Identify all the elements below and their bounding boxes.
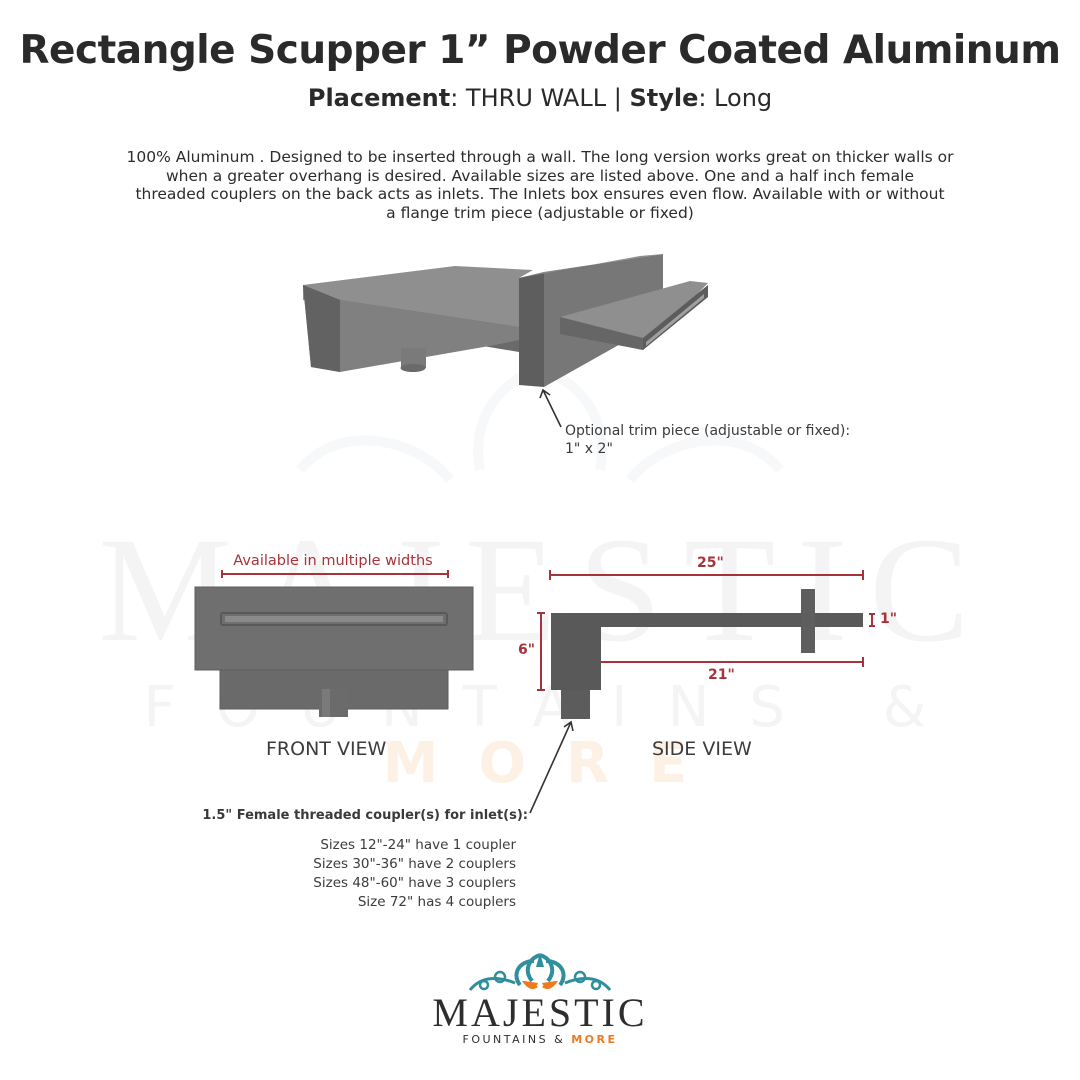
trim-callout-arrow-icon xyxy=(539,388,562,428)
front-view-label: FRONT VIEW xyxy=(266,738,387,760)
style-label: Style xyxy=(629,84,699,112)
iso-view-scupper xyxy=(303,254,708,387)
trim-piece-note: Optional trim piece (adjustable or fixed… xyxy=(565,422,850,458)
coupler-rule: Sizes 48"-60" have 3 couplers xyxy=(313,875,516,891)
coupler-callout-arrow-icon xyxy=(529,720,574,814)
page-subtitle: Placement: THRU WALL | Style: Long xyxy=(0,84,1080,112)
height-dimension: 6" xyxy=(518,642,536,658)
coupler-rule: Sizes 30"-36" have 2 couplers xyxy=(313,856,516,872)
logo-tagline-text: FOUNTAINS & xyxy=(462,1033,572,1046)
page-title: Rectangle Scupper 1” Powder Coated Alumi… xyxy=(19,28,1061,73)
description-line: 100% Aluminum . Designed to be inserted … xyxy=(126,148,954,166)
front-view-drawing xyxy=(194,570,474,717)
coupler-rules: Sizes 12"-24" have 1 coupler Sizes 30"-3… xyxy=(220,836,516,912)
style-value: : Long xyxy=(698,84,773,112)
side-view-label: SIDE VIEW xyxy=(652,738,752,760)
majestic-logo-ornament-icon xyxy=(468,953,612,992)
width-dimension-label: Available in multiple widths xyxy=(233,553,433,569)
description-line: threaded couplers on the back acts as in… xyxy=(135,185,945,203)
placement-label: Placement xyxy=(307,84,451,112)
description-line: a flange trim piece (adjustable or fixed… xyxy=(386,203,694,222)
description-line: when a greater overhang is desired. Avai… xyxy=(166,166,914,185)
trim-note-size: 1" x 2" xyxy=(565,441,613,457)
thickness-dimension: 1" xyxy=(880,611,898,627)
coupler-rule: Sizes 12"-24" have 1 coupler xyxy=(320,837,516,853)
majestic-logo: MAJESTIC FOUNTAINS & MORE xyxy=(420,945,660,1050)
overall-length-dimension: 25" xyxy=(697,555,724,571)
coupler-heading: 1.5" Female threaded coupler(s) for inle… xyxy=(202,808,528,823)
spout-length-dimension: 21" xyxy=(708,667,735,683)
logo-tagline-accent: MORE xyxy=(571,1033,618,1046)
trim-note-line: Optional trim piece (adjustable or fixed… xyxy=(565,423,851,439)
product-description: 100% Aluminum . Designed to be inserted … xyxy=(60,148,1020,222)
logo-tagline: FOUNTAINS & MORE xyxy=(420,1033,660,1046)
watermark-sub-accent: MORE xyxy=(382,731,728,796)
logo-wordmark: MAJESTIC xyxy=(432,990,648,1035)
coupler-rule: Size 72" has 4 couplers xyxy=(357,894,516,910)
placement-value: : THRU WALL | xyxy=(450,84,630,112)
side-view-drawing xyxy=(537,570,875,719)
